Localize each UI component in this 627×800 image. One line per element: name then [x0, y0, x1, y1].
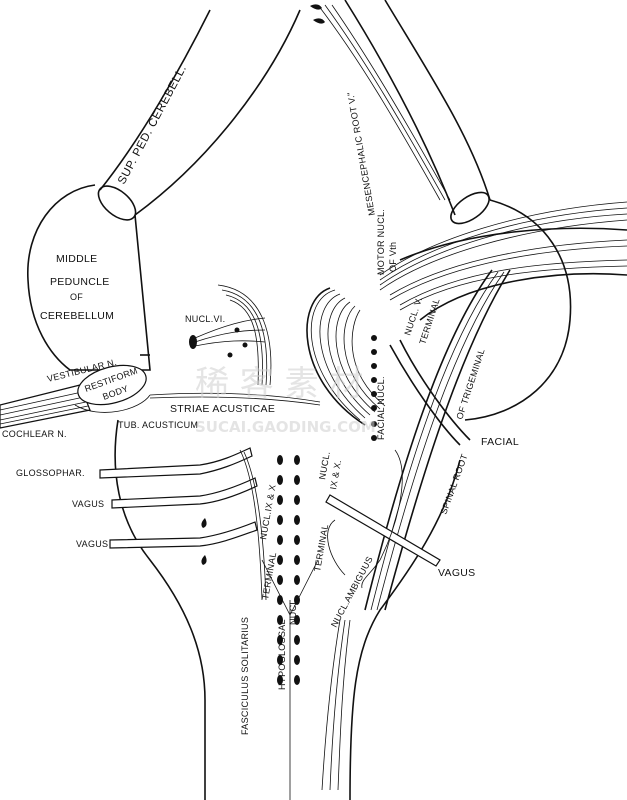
label-cochlear-n: COCHLEAR N.: [2, 429, 67, 439]
label-facial: FACIAL: [481, 436, 519, 448]
watermark: 稀 客 素 材 SUCAI.GAODING.COM: [195, 364, 376, 436]
superior-peduncle: [97, 9, 301, 221]
label-mesencephalic-root: MESENCEPHALIC ROOT V.": [345, 91, 377, 216]
label-middle: MIDDLE: [56, 253, 97, 265]
label-of: OF: [70, 292, 83, 302]
label-nucl-ix-x: NUCL.IX & X: [258, 484, 278, 541]
label-nucl-right: NUCL.: [317, 451, 332, 481]
label-vagus-3: VAGUS: [438, 567, 475, 579]
label-ix-x-right: IX & X.: [328, 459, 343, 490]
label-of-vth: OF Vth: [388, 242, 398, 272]
label-fasciculus-solitarius: FASCICULUS SOLITARIUS: [240, 617, 250, 735]
label-terminal-a: TERMINAL: [260, 551, 278, 600]
label-terminal-b: TERMINAL: [312, 523, 330, 572]
label-hypoglossal: HYPOGLOSSAL: [277, 619, 287, 690]
label-peduncle: PEDUNCLE: [50, 276, 110, 288]
right-vagus: [325, 449, 441, 589]
label-striae-acusticae: STRIAE ACUSTICAE: [170, 403, 275, 415]
middle-peduncle: [27, 184, 151, 371]
cochlear-vestibular-nerve: [0, 364, 321, 429]
label-vagus-1: VAGUS: [72, 499, 104, 509]
label-glossophar: GLOSSOPHAR.: [16, 468, 85, 478]
lower-fibers: [321, 619, 351, 791]
watermark-line1: 稀 客 素 材: [195, 364, 363, 404]
label-cerebellum: CEREBELLUM: [40, 310, 114, 322]
nucleus-vi: [189, 284, 272, 386]
trigeminal-fibers: [364, 201, 627, 611]
label-facial-nucl: FACIAL NUCL.: [376, 376, 386, 440]
right-cerebellar-shape: [464, 199, 572, 421]
brainstem-outline: [114, 354, 461, 800]
left-nerve-roots: [99, 447, 267, 601]
label-tub-acusticum: TUB. ACUSTICUM: [118, 420, 198, 430]
label-vagus-2: VAGUS: [76, 539, 108, 549]
label-hypoglossal-nucl: NUCL.: [288, 596, 298, 625]
label-motor-nucl: MOTOR NUCL.: [376, 209, 386, 275]
label-sup-ped-cerebell: SUP. PED. CEREBELL.: [116, 63, 189, 186]
hypoglossal-nucleus: [261, 455, 319, 685]
label-nucl-vi: NUCL.VI.: [185, 314, 225, 324]
facial-nucleus-loops: [306, 287, 386, 441]
watermark-line2: SUCAI.GAODING.COM: [195, 418, 376, 436]
mesencephalic-tube: [310, 0, 491, 225]
label-nucl-ambiguus: NUCL.AMBIGUUS: [329, 555, 375, 629]
label-spinal-root: SPINAL ROOT: [438, 452, 469, 515]
label-of-trigeminal: OF TRIGEMINAL: [454, 347, 486, 420]
